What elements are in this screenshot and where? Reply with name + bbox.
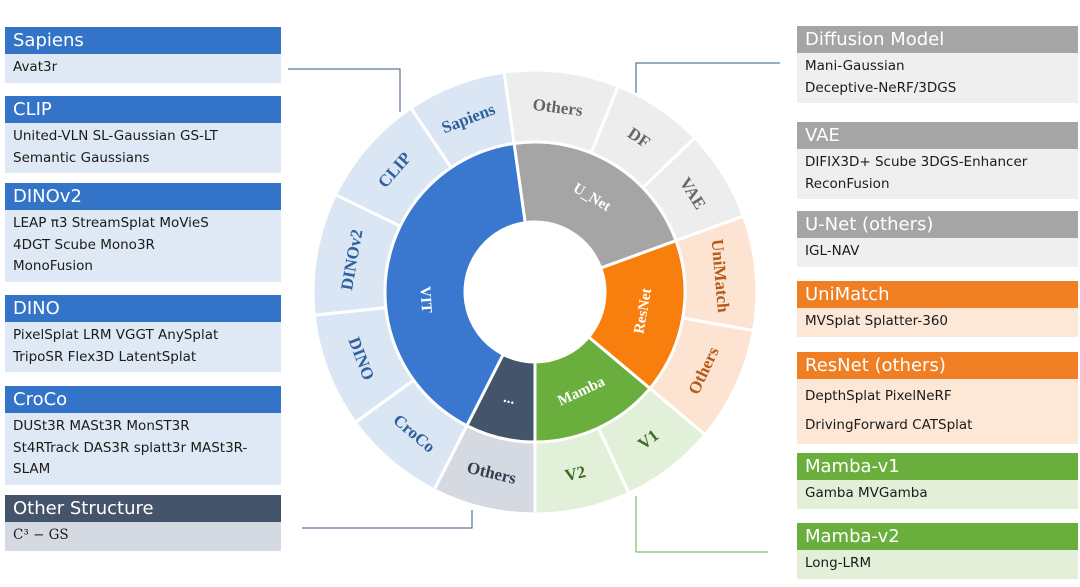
model-list-line: DUSt3R MASt3R MonST3R bbox=[13, 418, 190, 434]
box-body: DepthSplat PixelNeRF DrivingForward CATS… bbox=[797, 379, 1078, 444]
box-body: Mani-Gaussian Deceptive-NeRF/3DGS bbox=[797, 53, 1078, 103]
box-header: VAE bbox=[797, 122, 1078, 149]
model-list-line: DrivingForward CATSplat bbox=[805, 417, 973, 433]
model-list-line: United-VLN SL-Gaussian GS-LT bbox=[13, 128, 218, 144]
model-list-line: DIFIX3D+ Scube 3DGS-Enhancer bbox=[805, 154, 1028, 170]
box-unet-others: U-Net (others) IGL-NAV bbox=[797, 211, 1078, 267]
inner-label-resnet: ResNet bbox=[631, 287, 655, 335]
box-resnet-others: ResNet (others) DepthSplat PixelNeRF Dri… bbox=[797, 352, 1078, 444]
box-body: IGL-NAV bbox=[797, 238, 1078, 267]
box-body: LEAP π3 StreamSplat MoVieS 4DGT Scube Mo… bbox=[5, 210, 281, 282]
outer-label-v2: V2 bbox=[563, 462, 587, 485]
box-header: UniMatch bbox=[797, 281, 1078, 308]
model-list-line: Long-LRM bbox=[805, 555, 872, 571]
model-list-line: DepthSplat PixelNeRF bbox=[805, 388, 952, 404]
box-body: Long-LRM bbox=[797, 550, 1078, 579]
model-list-line: MVSplat Splatter-360 bbox=[805, 313, 949, 329]
model-list-line: LEAP π3 StreamSplat MoVieS bbox=[13, 215, 209, 231]
model-list-line: SLAM bbox=[13, 461, 51, 477]
box-body: United-VLN SL-Gaussian GS-LT Semantic Ga… bbox=[5, 123, 281, 173]
box-unimatch: UniMatch MVSplat Splatter-360 bbox=[797, 281, 1078, 337]
model-list-line: Mani-Gaussian bbox=[805, 58, 905, 74]
model-list-line: C³ − GS bbox=[13, 527, 69, 543]
wheel-center-hole bbox=[465, 222, 605, 362]
model-list-line: Gamba MVGamba bbox=[805, 485, 928, 501]
box-diffusion-model: Diffusion Model Mani-Gaussian Deceptive-… bbox=[797, 26, 1078, 103]
box-other-structure: Other Structure C³ − GS bbox=[5, 495, 281, 551]
box-body: DUSt3R MASt3R MonST3R St4RTrack DAS3R sp… bbox=[5, 413, 281, 485]
model-list-line: 4DGT Scube Mono3R bbox=[13, 236, 155, 253]
model-list-line: TripoSR Flex3D LatentSplat bbox=[13, 348, 197, 365]
box-header: ResNet (others) bbox=[797, 352, 1078, 379]
box-sapiens: Sapiens Avat3r bbox=[5, 27, 281, 83]
model-list-line: Semantic Gaussians bbox=[13, 149, 150, 166]
box-header: Mamba-v1 bbox=[797, 453, 1078, 480]
box-header: DINOv2 bbox=[5, 183, 281, 210]
box-body: MVSplat Splatter-360 bbox=[797, 308, 1078, 337]
box-header: CLIP bbox=[5, 96, 281, 123]
box-header: Other Structure bbox=[5, 495, 281, 522]
model-list-line: IGL-NAV bbox=[805, 243, 860, 259]
box-header: U-Net (others) bbox=[797, 211, 1078, 238]
model-list-line: Deceptive-NeRF/3DGS bbox=[805, 79, 957, 96]
box-header: Diffusion Model bbox=[797, 26, 1078, 53]
model-list-line: St4RTrack DAS3R splatt3r MASt3R- bbox=[13, 439, 248, 456]
inner-label-dots: ... bbox=[502, 390, 517, 408]
box-dinov2: DINOv2 LEAP π3 StreamSplat MoVieS 4DGT S… bbox=[5, 183, 281, 282]
box-body: PixelSplat LRM VGGT AnySplat TripoSR Fle… bbox=[5, 322, 281, 372]
box-header: Mamba-v2 bbox=[797, 523, 1078, 550]
inner-label-vit: VIT bbox=[416, 286, 434, 314]
box-mamba-v2: Mamba-v2 Long-LRM bbox=[797, 523, 1078, 579]
model-list-line: MonoFusion bbox=[13, 258, 93, 274]
box-mamba-v1: Mamba-v1 Gamba MVGamba bbox=[797, 453, 1078, 509]
box-body: DIFIX3D+ Scube 3DGS-Enhancer ReconFusion bbox=[797, 149, 1078, 199]
box-header: CroCo bbox=[5, 386, 281, 413]
box-body: Gamba MVGamba bbox=[797, 480, 1078, 509]
model-list-line: Avat3r bbox=[13, 59, 58, 75]
box-header: DINO bbox=[5, 295, 281, 322]
model-list-line: PixelSplat LRM VGGT AnySplat bbox=[13, 327, 219, 343]
box-header: Sapiens bbox=[5, 27, 281, 54]
box-croco: CroCo DUSt3R MASt3R MonST3R St4RTrack DA… bbox=[5, 386, 281, 485]
outer-ring: SapiensCLIPDINOv2DINOCroCoOthersOthersDF… bbox=[311, 68, 759, 516]
box-clip: CLIP United-VLN SL-Gaussian GS-LT Semant… bbox=[5, 96, 281, 173]
model-list-line: ReconFusion bbox=[805, 175, 890, 192]
box-body: Avat3r bbox=[5, 54, 281, 83]
box-vae: VAE DIFIX3D+ Scube 3DGS-Enhancer ReconFu… bbox=[797, 122, 1078, 199]
box-body: C³ − GS bbox=[5, 522, 281, 551]
box-dino: DINO PixelSplat LRM VGGT AnySplat TripoS… bbox=[5, 295, 281, 372]
inner-ring: VITU_NetResNetMamba... bbox=[383, 140, 687, 444]
